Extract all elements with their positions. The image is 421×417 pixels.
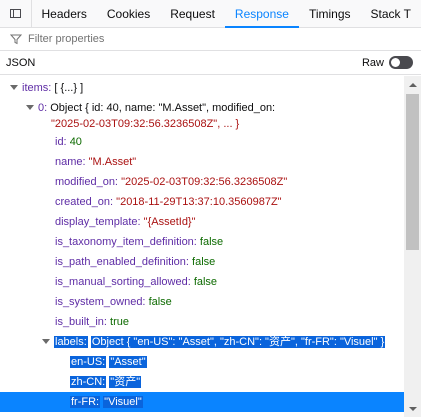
tree-key: fr-FR: xyxy=(70,396,101,408)
tree-summary: [ {...} ] xyxy=(54,82,84,94)
tree-key: items: xyxy=(22,82,52,94)
tree-key: id: xyxy=(55,136,67,148)
tree-key: is_taxonomy_item_definition: xyxy=(55,236,197,248)
tree-row[interactable]: modified_on: "2025-02-03T09:32:56.323650… xyxy=(0,172,404,192)
vertical-scrollbar[interactable] xyxy=(404,76,421,417)
tree-value: "{AssetId}" xyxy=(143,216,196,228)
tree-key: 0: xyxy=(38,102,48,114)
tree-row-label-entry[interactable]: en-US: "Asset" xyxy=(0,352,404,372)
panel-toggle-icon xyxy=(9,9,21,18)
tab-bar: Headers Cookies Request Response Timings… xyxy=(0,0,421,28)
tree-row-labels[interactable]: labels: Object { "en-US": "Asset", "zh-C… xyxy=(0,332,404,352)
tree-row-item-0[interactable]: 0: Object { id: 40, name: "M.Asset", mod… xyxy=(0,98,404,118)
raw-label: Raw xyxy=(361,56,384,69)
tab-timings[interactable]: Timings xyxy=(308,6,351,21)
raw-toggle-switch[interactable] xyxy=(389,56,413,69)
scroll-up-button[interactable] xyxy=(404,76,421,93)
tree-row[interactable]: is_built_in: true xyxy=(0,312,404,332)
tree-value: false xyxy=(192,256,216,268)
filter-properties-input[interactable] xyxy=(28,33,328,45)
arrow-down-icon xyxy=(408,406,417,411)
tree-row[interactable]: display_template: "{AssetId}" xyxy=(0,212,404,232)
tree-row-label-entry[interactable]: zh-CN: "资产" xyxy=(0,372,404,392)
tree-key: is_path_enabled_definition: xyxy=(55,256,189,268)
tree-row[interactable]: name: "M.Asset" xyxy=(0,152,404,172)
raw-toggle-wrap[interactable]: Raw xyxy=(362,56,413,69)
tree-value: true xyxy=(110,316,130,328)
tree-value: "2018-11-29T13:37:10.3560987Z" xyxy=(116,196,282,208)
tree-row[interactable]: is_manual_sorting_allowed: false xyxy=(0,272,404,292)
expand-arrow-icon[interactable] xyxy=(10,84,18,90)
tree-key: en-US: xyxy=(70,356,107,368)
tree-key: is_system_owned: xyxy=(55,296,146,308)
tab-stack-trace[interactable]: Stack T xyxy=(370,6,411,21)
json-tree: items: [ {...} ] 0: Object { id: 40, nam… xyxy=(0,76,404,417)
tree-key: name: xyxy=(55,156,86,168)
tree-key: zh-CN: xyxy=(70,376,107,388)
tree-summary: "2025-02-03T09:32:56.3236508Z", ... } xyxy=(51,118,240,130)
expand-arrow-icon[interactable] xyxy=(42,338,50,344)
tree-value: 40 xyxy=(69,136,82,148)
tree-value: "M.Asset" xyxy=(88,156,137,168)
tree-row[interactable]: is_system_owned: false xyxy=(0,292,404,312)
arrow-up-icon xyxy=(408,82,417,87)
tree-key: modified_on: xyxy=(55,176,118,188)
tree-key: is_manual_sorting_allowed: xyxy=(55,276,191,288)
filter-icon xyxy=(10,34,22,45)
tree-row-items[interactable]: items: [ {...} ] xyxy=(0,78,404,98)
tree-summary: Object { "en-US": "Asset", "zh-CN": "资产"… xyxy=(90,336,386,348)
tree-key: created_on: xyxy=(55,196,114,208)
tree-value: "2025-02-03T09:32:56.3236508Z" xyxy=(121,176,288,188)
tree-value: "资产" xyxy=(109,376,142,388)
tab-cookies[interactable]: Cookies xyxy=(106,6,151,21)
tab-request[interactable]: Request xyxy=(170,6,215,21)
json-label: JSON xyxy=(6,56,36,69)
tree-row[interactable]: is_taxonomy_item_definition: false xyxy=(0,232,404,252)
tree-row[interactable]: id: 40 xyxy=(0,132,404,152)
tab-headers[interactable]: Headers xyxy=(41,6,87,21)
tree-row-label-entry-selected[interactable]: fr-FR: "Visuel" xyxy=(0,392,404,412)
tree-row[interactable]: is_path_enabled_definition: false xyxy=(0,252,404,272)
tree-row[interactable]: created_on: "2018-11-29T13:37:10.3560987… xyxy=(0,192,404,212)
tree-value: false xyxy=(148,296,172,308)
filter-bar xyxy=(0,28,421,51)
tree-value: "Visuel" xyxy=(103,396,143,408)
tree-key: is_built_in: xyxy=(55,316,107,328)
tree-value: false xyxy=(199,236,224,248)
scroll-down-button[interactable] xyxy=(404,400,421,417)
scroll-thumb[interactable] xyxy=(406,94,419,250)
tree-value: "Asset" xyxy=(109,356,147,368)
tab-response[interactable]: Response xyxy=(224,0,300,28)
tree-key: labels: xyxy=(54,336,88,348)
json-header: JSON Raw xyxy=(0,51,421,75)
expand-arrow-icon[interactable] xyxy=(26,104,34,110)
tree-row-item-0-cont: "2025-02-03T09:32:56.3236508Z", ... } xyxy=(0,114,404,134)
tree-summary: Object { id: 40, name: "M.Asset", modifi… xyxy=(50,102,276,114)
tree-key: display_template: xyxy=(55,216,141,228)
tree-value: false xyxy=(193,276,218,288)
toggle-sidebar-button[interactable] xyxy=(0,0,32,27)
